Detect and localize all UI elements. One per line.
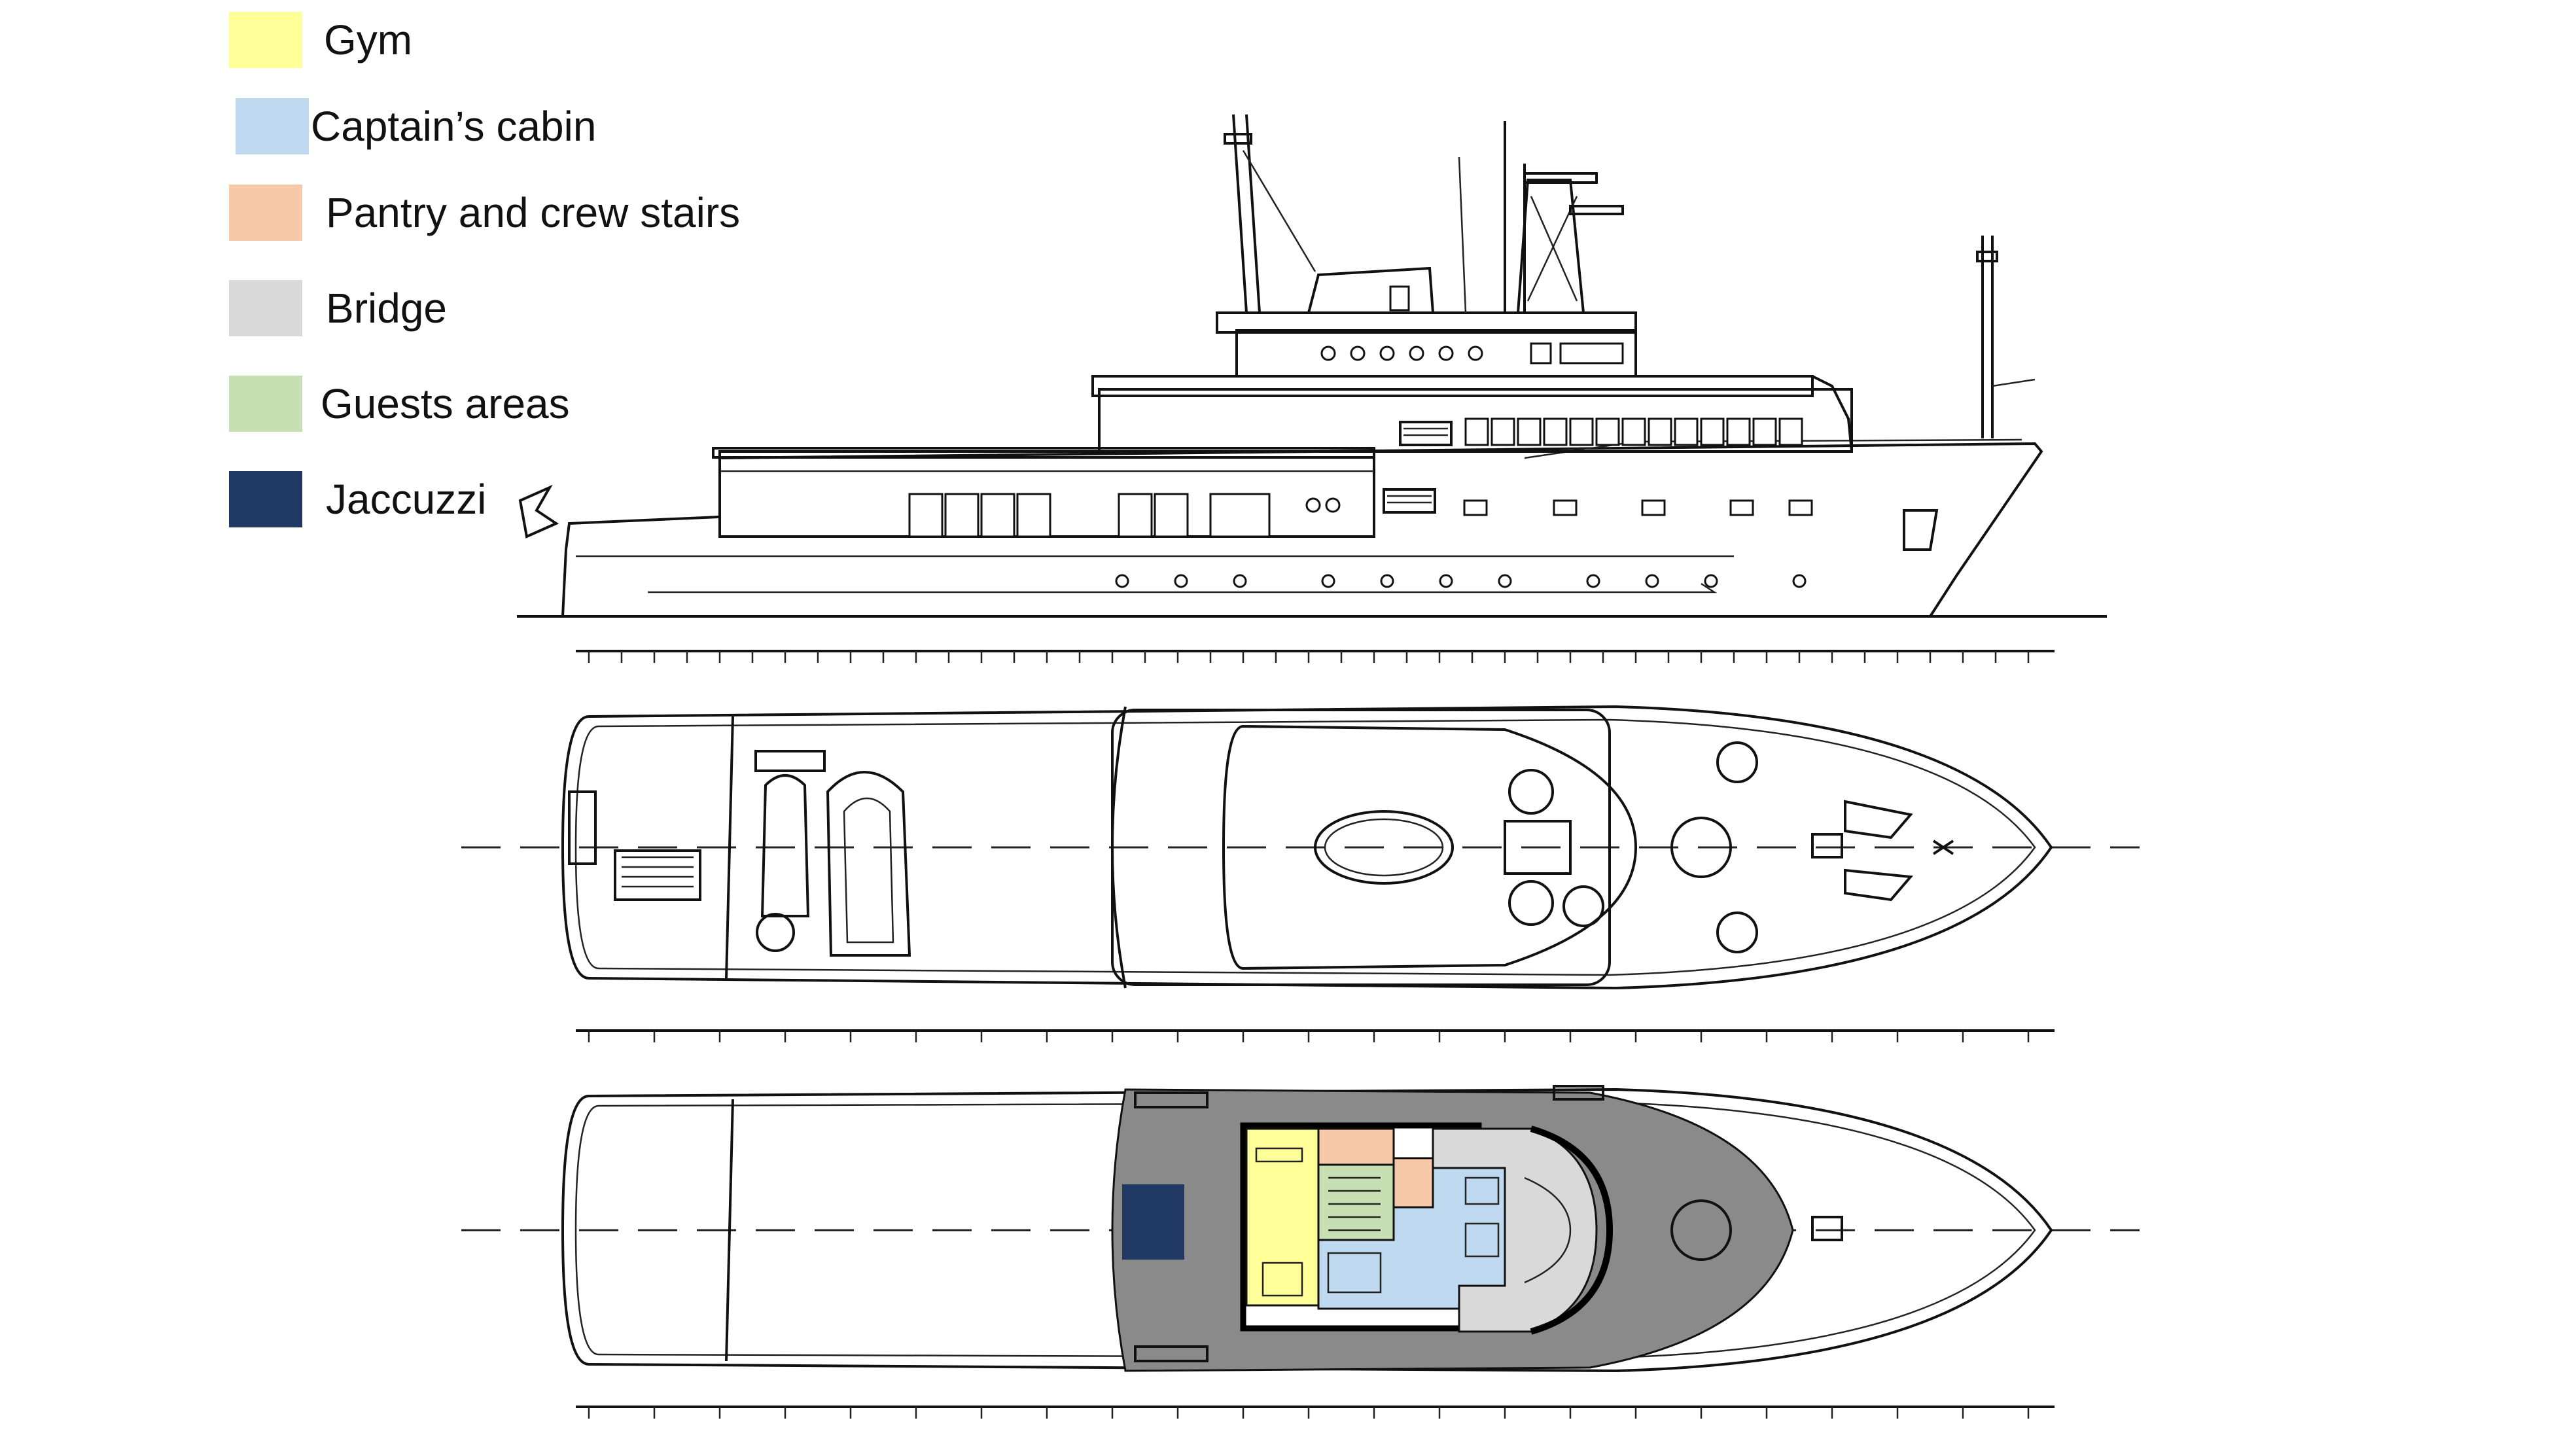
flag-icon [518,484,559,539]
bridge-deck-plan [461,1085,2140,1419]
legend-swatch-gym [229,12,302,68]
anchor-pocket [1903,509,1939,551]
jacuzzi [1122,1184,1184,1260]
legend-label-pantry: Pantry and crew stairs [326,189,741,236]
aft-mast [1224,114,1316,313]
upper-vent [1399,421,1453,446]
legend-swatch-bridge [229,280,302,336]
hatch-oval [1314,810,1454,885]
bridge-front [1812,375,1853,452]
deckhouse-roof [1111,709,1611,986]
zone-guests-areas [1317,1163,1395,1241]
legend-swatch-guests-areas [229,376,302,432]
funnel [1307,266,1435,314]
radar-mast [1458,121,1624,314]
legend-swatch-jacuzzi [229,471,302,527]
stern-platform [614,849,701,901]
main-deck-windows [1463,499,1813,516]
saloon-windows [908,493,1341,538]
legend-swatch-captains-cabin [236,98,309,154]
side-profile-view [517,114,2107,663]
bridge-portholes [1320,342,1624,364]
hull-plan-outline [561,705,2053,990]
zone-pantry-crew-stairs [1317,1127,1395,1166]
legend-label-captains-cabin: Captain’s cabin [311,103,597,150]
legend-swatch-pantry [229,185,302,241]
legend-label-jacuzzi: Jaccuzzi [326,476,487,523]
louvre-vent [1383,488,1436,514]
upper-windows [1464,417,1803,446]
bench-starboard [1134,1345,1209,1362]
boot-line [648,582,1718,593]
upper-deck-plan [461,705,2140,1042]
upper-deck-rail [1091,375,1814,397]
bridge-deckhouse [1235,329,1637,378]
fore-mast [1976,236,2036,438]
hull-outline [561,442,2043,618]
legend-label-guests-areas: Guests areas [321,380,570,427]
tender-large [826,771,911,957]
sun-deck [1222,724,1638,970]
legend-label-gym: Gym [324,16,413,63]
lower-portholes [1115,574,1807,588]
legend-label-bridge: Bridge [326,285,447,332]
bench-port [1134,1091,1209,1108]
hull-plan-outline-bottom [561,1088,2053,1373]
upper-deckhouse [1098,388,1853,453]
radar-base [1504,820,1572,875]
tender-small [760,774,810,917]
